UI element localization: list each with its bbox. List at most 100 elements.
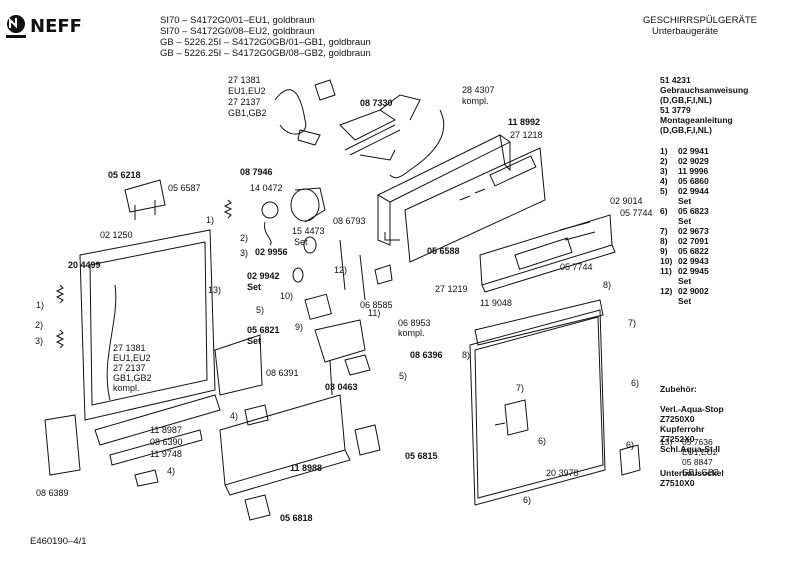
model-line-2: SI70 – S4172G0/08–EU2, goldbraun [160,26,315,37]
callout-c26: 06 8585 [360,300,393,310]
callout-c41: 3) [35,336,44,346]
exploded-view-drawing [44,79,641,521]
model-line-1: SI70 – S4172G0/01–EU1, goldbraun [160,15,315,26]
callout-c19: 15 4473 [292,226,325,236]
callout-c53: 08 6389 [36,488,69,498]
callout-c66: 6) [631,378,640,388]
callout-c43: EU1,EU2 [113,353,151,363]
screw-03-0463 [329,359,333,396]
callout-c2: EU1,EU2 [228,86,266,96]
gear-02-9956 [303,236,317,254]
panel-11-8988 [219,394,346,486]
legend-part-number: 02 9002 [678,286,709,296]
model-line-4: GB – 5226.25I – S4172G0GB/08–GB2, goldbr… [160,48,371,59]
accessory-4: Z7252X0 [660,434,695,444]
legend-item: 7)02 9673 [660,226,709,236]
doc-2-number: 51 3779 [660,105,691,115]
legend-index: 11) [660,266,672,276]
legend-part-number: 05 6860 [678,176,709,186]
door-frame-20-4499 [79,229,216,421]
legend-index: 10) [660,256,673,266]
doc-1-langs: (D,GB,F,I,NL) [660,95,712,105]
callout-c23: 02 9942 [247,271,280,281]
callout-c14: 1) [206,215,215,225]
rail-11-9748 [109,429,203,466]
callout-c49: 11 8987 [150,425,182,435]
callout-c25: 12) [334,265,348,275]
legend-part-number: 02 9941 [678,146,709,156]
doc-1-label: Gebrauchsanweisung [660,85,749,95]
callout-c4: GB1,GB2 [228,108,267,118]
legend-index: 2) [660,156,668,166]
legend-index: 9) [660,246,668,256]
callout-c37: 5) [399,371,408,381]
callout-c71: 6) [523,495,532,505]
legend-item: 3)11 9996 [660,166,708,176]
legend-part-number: 11 9996 [678,166,709,176]
legend-item: 9) 05 6822 [660,246,709,256]
callout-c68: 6) [538,436,547,446]
callout-c58: 05 7744 [620,208,653,218]
accessory-2: Z7250X0 [660,414,695,424]
legend-13-line-3: 05 8847 [682,457,713,467]
wiring-harness-top [274,89,307,135]
legend-13-line-2: EU1,EU2 [682,447,718,457]
hinge-08-6389 [44,414,81,476]
panel-27-1218 [404,147,546,263]
harness-08-7330 [339,109,396,141]
accessory-1: Verl.-Aqua-Stop [660,404,724,414]
callout-c16: 2) [240,233,249,243]
part-05-6818 [244,494,271,521]
callout-c33: kompl. [398,328,425,338]
callout-c9: 27 1218 [510,130,543,140]
footer-code: E460190–4/1 [30,536,87,547]
callout-c46: kompl. [113,383,140,393]
legend-part-number: 05 6822 [678,246,709,256]
callout-c10: 05 6218 [108,170,141,180]
legend-index: 4) [660,176,668,186]
callout-c8: 11 8992 [508,117,541,127]
callout-c17: 3) [240,248,249,258]
bracket-08-6391 [214,334,263,396]
callout-c5: 08 7330 [360,98,393,108]
legend-part-number: 02 9673 [678,226,709,236]
callout-c55: 05 6815 [405,451,438,461]
callout-c3: 27 2137 [228,97,261,107]
spring-left [55,284,65,304]
callout-c31: 11) [368,308,381,318]
callout-c57: 02 9014 [610,196,643,206]
legend-extra: Set [678,196,692,206]
callout-c56: 05 6818 [280,513,313,523]
legend-index: 5) [660,186,668,196]
part-4 [134,469,159,487]
part-05-6218 [124,179,166,213]
callout-c62: 8) [603,280,612,290]
doc-1-number: 51 4231 [660,75,691,85]
callout-c35: Set [247,336,262,346]
callout-c54: 11 8988 [290,463,323,473]
callout-c39: 1) [36,300,45,310]
legend-item: 2)02 9029 [660,156,709,166]
category-subtitle: Unterbaugeräte [652,26,719,37]
callout-c67: 7) [516,383,525,393]
base-title: Unterbausockel [660,468,724,478]
callout-c27: 13) [208,285,222,295]
callout-c12: 08 7946 [240,167,273,177]
category-title: GESCHIRRSPÜLGERÄTE [643,15,758,26]
legend-item: 4) 05 6860 [660,176,709,186]
callout-c52: 4) [167,466,176,476]
callout-c28: 10) [280,291,294,301]
legend-index: 6) [660,206,668,216]
part-08-6396 [344,354,371,376]
callout-c34: 05 6821 [247,325,280,335]
callout-c51: 11 9748 [150,449,182,459]
callout-c22: 02 9956 [255,247,288,257]
callout-c48: 4) [230,411,239,421]
callout-c1: 27 1381 [228,75,261,85]
legend-part-number: 02 7091 [678,236,709,246]
legend-part-number: 05 6823 [678,206,709,216]
legend-index: 12) [660,286,673,296]
legend-extra: Set [678,216,692,226]
callout-c20: Set [294,237,308,247]
callout-c36: 08 6396 [410,350,443,360]
